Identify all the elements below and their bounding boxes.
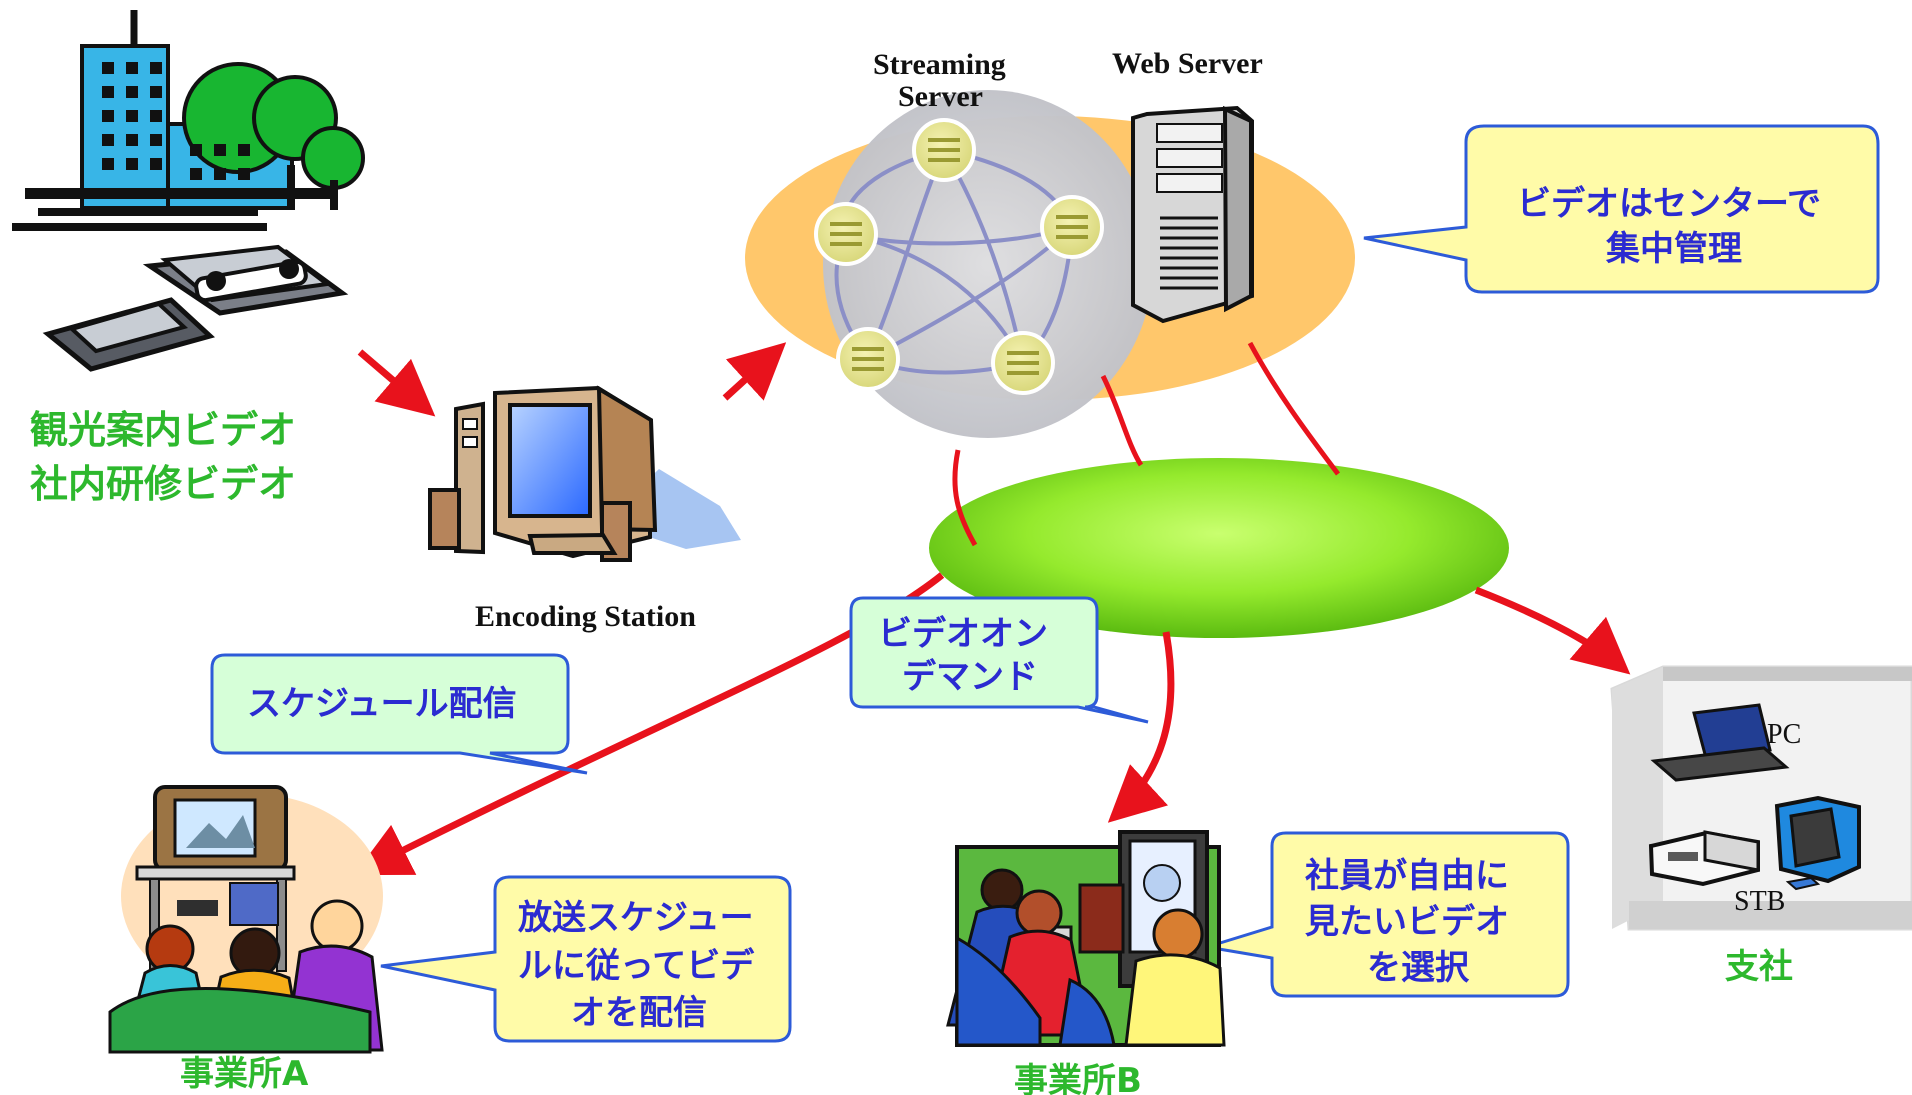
callout-broadcast-line-2: ルに従ってビデ [518, 946, 755, 986]
drive-bay-2 [1156, 148, 1223, 168]
callout-select-bubble [1206, 831, 1570, 998]
office-a-vcr [177, 900, 218, 916]
callout-vod-line-2: デマンド [902, 657, 1038, 697]
link-web-network [1247, 341, 1340, 476]
callout-vod-group: ビデオオン デマンド [849, 596, 1149, 724]
drive-bay-1 [1156, 123, 1223, 143]
callout-broadcast-group: 放送スケジュー ルに従ってビデ オを配信 [380, 875, 792, 1043]
stb-slot [1668, 852, 1698, 861]
web-server-group: Web Server [1112, 47, 1263, 324]
callout-broadcast-line-1: 放送スケジュー [518, 898, 754, 938]
source-line-1: 観光案内ビデオ [30, 408, 296, 452]
vhs-reel-left [206, 271, 226, 291]
vhs-reel-right [279, 259, 299, 279]
viewer-b3-head [1152, 908, 1204, 960]
office-a-group: 事業所A [108, 785, 384, 1094]
server-vents [1160, 216, 1218, 290]
branch-group: PC STB 支社 [1610, 665, 1912, 987]
encoding-station-group: Encoding Station [428, 385, 741, 633]
streaming-label-line-1: Streaming [873, 48, 1006, 81]
office-b-label: 事業所B [1014, 1061, 1142, 1095]
speaker-left [428, 488, 461, 550]
tower-drive-1 [462, 418, 478, 430]
tree-trunk-1 [287, 165, 295, 210]
office-a-books [229, 882, 279, 926]
viewer-a3-head [310, 899, 364, 953]
callout-center-line-1: ビデオはセンターで [1517, 184, 1821, 224]
viewer-b3-body [1124, 953, 1226, 1047]
monitor-base [527, 532, 618, 555]
branch-remote [1785, 876, 1821, 891]
street-line-3 [38, 208, 258, 216]
office-a-shelf-top [135, 865, 296, 881]
network-zone [929, 458, 1509, 638]
server-nodes [814, 118, 1104, 395]
arrow-network-to-office-b [1107, 631, 1175, 823]
monitor-side [596, 385, 658, 533]
callout-broadcast-line-3: オを配信 [571, 993, 707, 1033]
callout-vod-line-1: ビデオオン [878, 614, 1048, 654]
branch-label: 支社 [1725, 947, 1793, 987]
branch-room-top-wall [1663, 667, 1912, 681]
tree-trunk-2 [330, 180, 338, 210]
callout-center-group: ビデオはセンターで 集中管理 [1363, 124, 1880, 294]
source-building-group [12, 10, 365, 231]
branch-pc-label: PC [1767, 719, 1801, 750]
link-streaming-network-right [1100, 374, 1144, 467]
callout-select-line-3: を選択 [1367, 948, 1470, 988]
callout-center-line-2: 集中管理 [1605, 229, 1742, 269]
laptop-screen [1692, 703, 1772, 760]
street-line-2 [12, 223, 267, 231]
stb-side [1703, 830, 1760, 872]
encoding-label: Encoding Station [475, 600, 696, 633]
arrow-encoding-to-streaming [722, 342, 787, 401]
callout-broadcast-bubble [380, 875, 792, 1043]
arrow-network-to-branch [1474, 586, 1631, 675]
link-streaming-network-left [952, 449, 978, 547]
office-b-screen-figure [1143, 864, 1181, 902]
web-label: Web Server [1112, 47, 1263, 80]
source-label: 観光案内ビデオ 社内研修ビデオ [30, 408, 296, 506]
office-b-sofa-right [1058, 977, 1116, 1047]
tree-small [301, 126, 365, 190]
callout-vod-bubble [849, 596, 1149, 724]
branch-stb-label: STB [1734, 886, 1785, 917]
viewer-b1-head [980, 868, 1024, 912]
network-cloud [929, 458, 1509, 638]
source-line-2: 社内研修ビデオ [30, 462, 296, 506]
web-server-side [1222, 105, 1253, 313]
branch-room-left-wall [1612, 667, 1663, 929]
branch-room-floor [1629, 901, 1912, 929]
office-a-sofa [108, 987, 372, 1054]
viewer-b2-head [1015, 889, 1063, 937]
office-b-group: 事業所B [946, 830, 1226, 1095]
callout-schedule-bubble [210, 653, 588, 775]
vhs-tapes-group [42, 244, 349, 372]
callout-schedule-label: スケジュール配信 [247, 684, 517, 724]
streaming-label-line-2: Server [898, 80, 983, 113]
tower-drive-2 [462, 436, 478, 448]
streaming-server-group: Streaming Server [814, 48, 1104, 395]
callout-select-group: 社員が自由に 見たいビデオ を選択 [1206, 831, 1570, 998]
street-line-1 [25, 188, 331, 199]
callout-center-bubble [1363, 124, 1880, 294]
callout-schedule-group: スケジュール配信 [210, 653, 588, 775]
callout-select-line-1: 社員が自由に [1305, 856, 1509, 896]
callout-select-line-2: 見たいビデオ [1305, 902, 1509, 942]
office-b-speaker [1078, 883, 1125, 954]
vhs-window-back [194, 259, 308, 303]
speaker-right [600, 501, 632, 562]
laptop-base [1650, 746, 1790, 782]
office-a-label: 事業所A [180, 1054, 309, 1094]
streaming-cluster-disc [823, 90, 1153, 438]
drive-bay-3 [1156, 173, 1223, 193]
office-b-sofa-left [955, 935, 1042, 1047]
vhs-label-front [68, 301, 189, 354]
arrow-source-to-encoding [357, 349, 436, 417]
branch-tv-screen [1789, 807, 1841, 868]
office-a-mountains [186, 815, 255, 848]
building-windows [102, 62, 250, 180]
monitor-screen [508, 403, 592, 518]
